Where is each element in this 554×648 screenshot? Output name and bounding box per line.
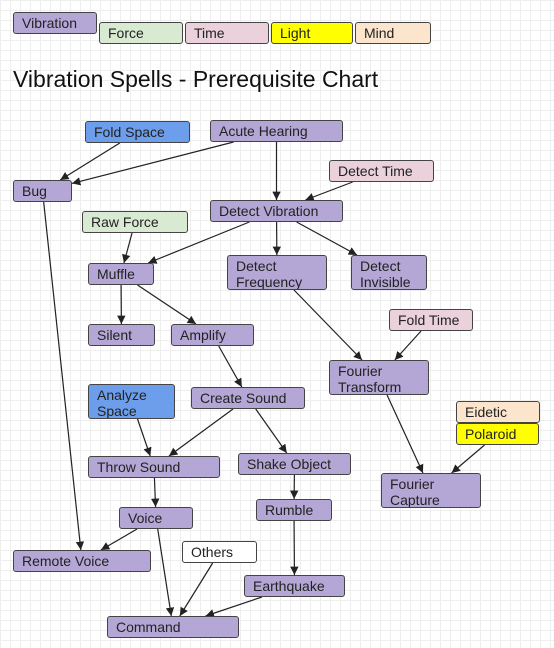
node-raw-force-label: Raw Force	[91, 214, 159, 230]
node-earthquake[interactable]: Earthquake	[244, 575, 345, 597]
node-earthquake-label: Earthquake	[253, 578, 325, 594]
node-throw-sound[interactable]: Throw Sound	[88, 456, 220, 478]
node-detect-frequency-label: Detect Frequency	[236, 258, 303, 290]
edge-detect-frequency-to-fourier-transform	[293, 289, 363, 361]
node-fourier-capture-label: Fourier Capture	[390, 476, 440, 508]
edge-fold-space-to-bug	[59, 142, 121, 181]
node-remote-voice[interactable]: Remote Voice	[13, 550, 151, 572]
node-command-label: Command	[116, 619, 181, 635]
chart-title: Vibration Spells - Prerequisite Chart	[13, 66, 379, 92]
node-detect-invisible[interactable]: Detect Invisible	[351, 255, 427, 290]
edge-create-sound-to-throw-sound	[168, 408, 234, 457]
node-detect-frequency[interactable]: Detect Frequency	[227, 255, 327, 290]
node-create-sound[interactable]: Create Sound	[191, 387, 305, 409]
edge-earthquake-to-command	[205, 596, 263, 618]
node-muffle-label: Muffle	[97, 266, 135, 282]
edge-raw-force-to-muffle	[122, 232, 133, 264]
legend-mind: Mind	[355, 22, 431, 44]
legend-vibration: Vibration	[13, 12, 97, 34]
node-detect-time[interactable]: Detect Time	[329, 160, 434, 182]
node-voice-label: Voice	[128, 510, 163, 526]
edge-detect-vibration-to-detect-invisible	[296, 221, 358, 256]
node-eidetic[interactable]: Eidetic	[456, 401, 540, 423]
node-voice[interactable]: Voice	[119, 507, 193, 529]
node-others[interactable]: Others	[182, 541, 257, 563]
edge-bug-to-remote-voice	[43, 201, 85, 551]
node-silent-label: Silent	[97, 327, 133, 343]
node-amplify[interactable]: Amplify	[171, 324, 254, 346]
node-detect-vibration-label: Detect Vibration	[219, 203, 319, 219]
node-remote-voice-label: Remote Voice	[22, 553, 110, 569]
node-rumble[interactable]: Rumble	[256, 499, 332, 521]
edge-others-to-command	[179, 562, 214, 617]
legend-mind-label: Mind	[364, 25, 395, 41]
node-fourier-capture[interactable]: Fourier Capture	[381, 473, 481, 508]
node-rumble-label: Rumble	[265, 502, 314, 518]
legend-force-label: Force	[108, 25, 144, 41]
edge-voice-to-remote-voice	[100, 528, 138, 551]
edge-throw-sound-to-voice	[151, 477, 160, 508]
node-fold-space-label: Fold Space	[94, 124, 165, 140]
legend-time: Time	[185, 22, 269, 44]
node-detect-time-label: Detect Time	[338, 163, 413, 179]
node-others-label: Others	[191, 544, 234, 560]
node-analyze-space-label: Analyze Space	[97, 387, 147, 419]
node-shake-object[interactable]: Shake Object	[238, 453, 351, 475]
node-command[interactable]: Command	[107, 616, 239, 638]
node-fold-space[interactable]: Fold Space	[85, 121, 190, 143]
node-fold-time-label: Fold Time	[398, 312, 460, 328]
node-analyze-space[interactable]: Analyze Space	[88, 384, 175, 419]
edge-muffle-to-amplify	[137, 284, 197, 325]
edge-voice-to-command	[157, 528, 175, 617]
node-fourier-transform[interactable]: Fourier Transform	[329, 360, 429, 395]
node-amplify-label: Amplify	[180, 327, 226, 343]
node-bug[interactable]: Bug	[13, 180, 72, 202]
legend-force: Force	[99, 22, 183, 44]
edge-detect-time-to-detect-vibration	[305, 181, 353, 201]
node-eidetic-label: Eidetic	[465, 404, 508, 420]
node-acute-hearing-label: Acute Hearing	[219, 123, 308, 139]
node-detect-vibration[interactable]: Detect Vibration	[210, 200, 343, 222]
node-polaroid[interactable]: Polaroid	[456, 423, 539, 445]
edge-amplify-to-create-sound	[218, 345, 243, 388]
legend-time-label: Time	[194, 25, 225, 41]
node-muffle[interactable]: Muffle	[88, 263, 154, 285]
edge-detect-vibration-to-muffle	[147, 221, 250, 264]
node-silent[interactable]: Silent	[88, 324, 155, 346]
node-raw-force[interactable]: Raw Force	[82, 211, 188, 233]
edge-fourier-transform-to-fourier-capture	[386, 394, 424, 474]
legend-light-label: Light	[280, 25, 311, 41]
node-fold-time[interactable]: Fold Time	[389, 309, 473, 331]
node-fourier-transform-label: Fourier Transform	[338, 363, 402, 395]
edge-acute-hearing-to-bug	[71, 141, 234, 186]
node-bug-label: Bug	[22, 183, 47, 199]
node-throw-sound-label: Throw Sound	[97, 459, 181, 475]
edge-fold-time-to-fourier-transform	[394, 330, 422, 361]
node-shake-object-label: Shake Object	[247, 456, 332, 472]
edge-create-sound-to-shake-object	[255, 408, 288, 454]
node-detect-invisible-label: Detect Invisible	[360, 258, 411, 290]
node-create-sound-label: Create Sound	[200, 390, 287, 406]
edge-analyze-space-to-throw-sound	[136, 418, 152, 457]
edge-polaroid-to-fourier-capture	[451, 444, 485, 474]
node-acute-hearing[interactable]: Acute Hearing	[210, 120, 343, 142]
legend-light: Light	[271, 22, 353, 44]
node-polaroid-label: Polaroid	[465, 426, 517, 442]
legend-vibration-label: Vibration	[22, 15, 78, 31]
